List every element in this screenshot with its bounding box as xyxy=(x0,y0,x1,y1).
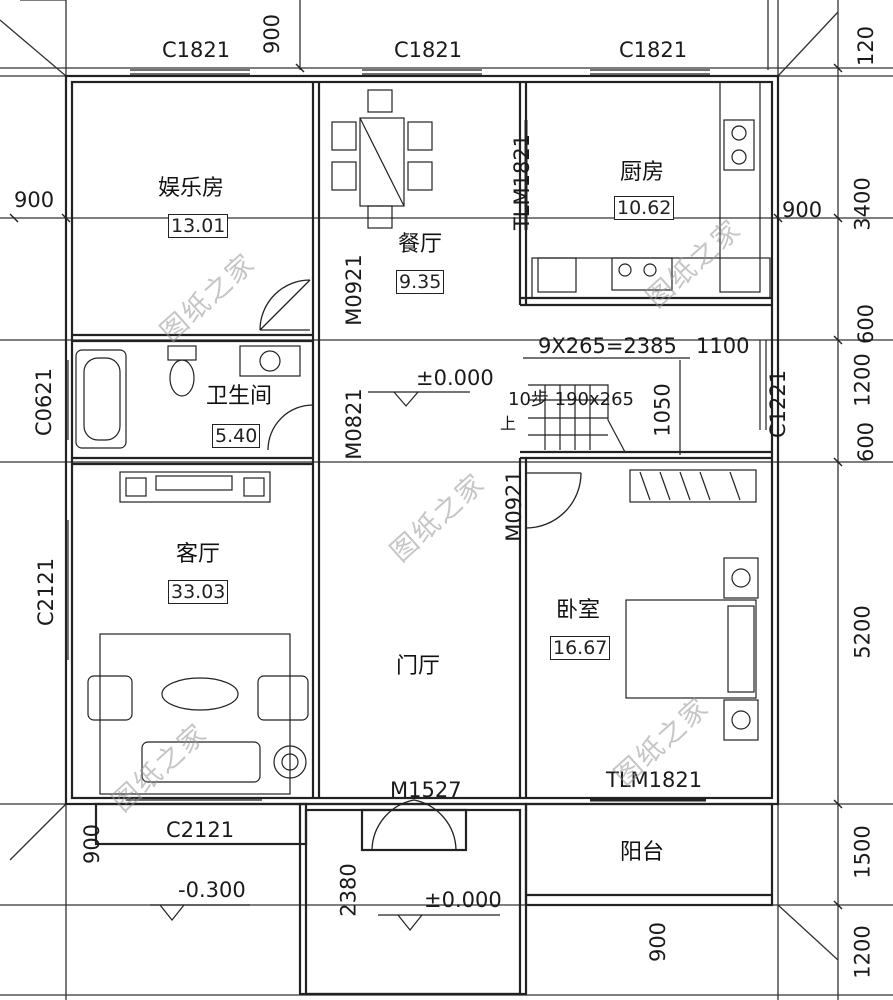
stair-steps: 10步 190x265 xyxy=(508,389,634,410)
room-area-living: 33.03 xyxy=(168,580,229,604)
door-tag-balcony: TLM1821 xyxy=(606,768,703,792)
room-name-entertainment: 娱乐房 xyxy=(158,176,225,201)
dim-right-1200a: 1200 xyxy=(850,353,875,407)
dim-right-3400: 3400 xyxy=(850,177,875,231)
room-name-bathroom: 卫生间 xyxy=(206,384,273,409)
window-tag-top-mid: C1821 xyxy=(394,38,463,62)
dim-bottom-right-900: 900 xyxy=(646,921,671,963)
dim-right-120: 120 xyxy=(854,25,879,67)
room-area-kitchen: 10.62 xyxy=(614,196,675,220)
window-tag-top-left: C1821 xyxy=(162,38,231,62)
dim-porch-2380: 2380 xyxy=(336,863,361,917)
room-area-bathroom: 5.40 xyxy=(212,424,261,448)
door-tag-bedroom: M0921 xyxy=(501,470,526,542)
dim-left-900: 900 xyxy=(14,188,55,212)
room-name-kitchen: 厨房 xyxy=(620,160,665,185)
stair-depth: 1050 xyxy=(650,383,675,437)
door-tag-dining-kitchen: TLM1821 xyxy=(510,133,535,231)
door-tag-entertainment: M0921 xyxy=(341,254,366,326)
stair-formula: 9X265=2385 xyxy=(538,334,677,358)
window-tag-stair: C1221 xyxy=(766,369,791,439)
dim-right-1500: 1500 xyxy=(850,825,875,879)
window-tag-living-left: C2121 xyxy=(34,557,59,627)
room-area-dining: 9.35 xyxy=(396,270,445,294)
room-name-foyer: 门厅 xyxy=(396,654,441,679)
level-porch: ±0.000 xyxy=(424,888,502,912)
level-center: ±0.000 xyxy=(416,366,494,390)
stair-up: 上 xyxy=(500,414,517,433)
door-tag-bathroom: M0821 xyxy=(341,388,366,460)
room-area-bedroom: 16.67 xyxy=(550,636,611,660)
dim-top-900: 900 xyxy=(260,13,285,55)
room-name-dining: 餐厅 xyxy=(398,232,443,257)
room-name-living: 客厅 xyxy=(176,542,221,567)
dim-bottom-left-900: 900 xyxy=(80,823,105,865)
level-outdoor: -0.300 xyxy=(178,878,246,902)
dim-right-600a: 600 xyxy=(854,303,879,345)
dim-right-1200b: 1200 xyxy=(850,925,875,979)
room-name-bedroom: 卧室 xyxy=(556,598,601,623)
room-name-balcony: 阳台 xyxy=(620,840,665,865)
dim-right-5200: 5200 xyxy=(850,605,875,659)
window-tag-top-right: C1821 xyxy=(619,38,688,62)
stair-width: 1100 xyxy=(696,334,750,358)
window-tag-bath: C0621 xyxy=(32,367,57,437)
dim-right-900: 900 xyxy=(782,198,823,222)
window-tag-living-bottom: C2121 xyxy=(166,818,235,842)
room-area-entertainment: 13.01 xyxy=(168,214,229,238)
dim-right-600b: 600 xyxy=(854,421,879,463)
door-tag-front: M1527 xyxy=(390,778,462,802)
